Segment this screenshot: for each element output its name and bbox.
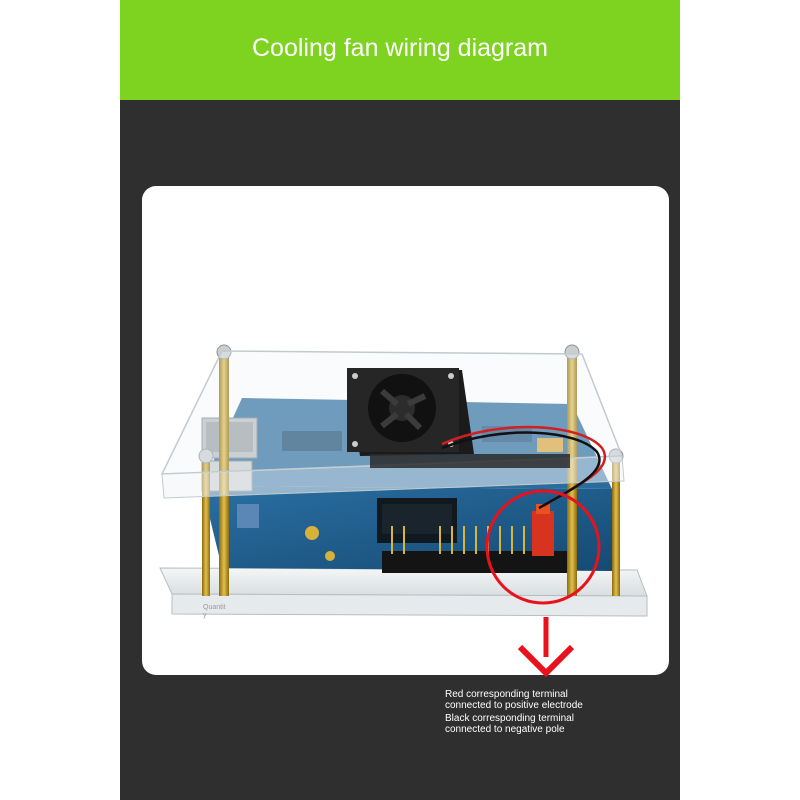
wiring-note: Red corresponding terminal connected to … [445,689,665,735]
watermark-text: Quantit y [203,604,226,619]
gpio-header [382,551,577,573]
page-title: Cooling fan wiring diagram [252,33,548,62]
highlight-circle [485,489,601,605]
product-photo-card: Quantit y [142,186,669,675]
red-note-line-1: Red corresponding terminal [445,689,568,700]
title-banner: Cooling fan wiring diagram [120,0,680,100]
black-note-line-2: connected to negative pole [445,724,565,735]
down-arrow-icon [517,617,575,678]
red-note-line-2: connected to positive electrode [445,700,583,711]
content-panel: Cooling fan wiring diagram [120,0,680,800]
cooling-fan [347,368,474,456]
product-photo [159,344,648,617]
black-wire [441,431,601,510]
black-note-line-1: Black corresponding terminal [445,713,574,724]
red-fan-connector [532,511,554,556]
